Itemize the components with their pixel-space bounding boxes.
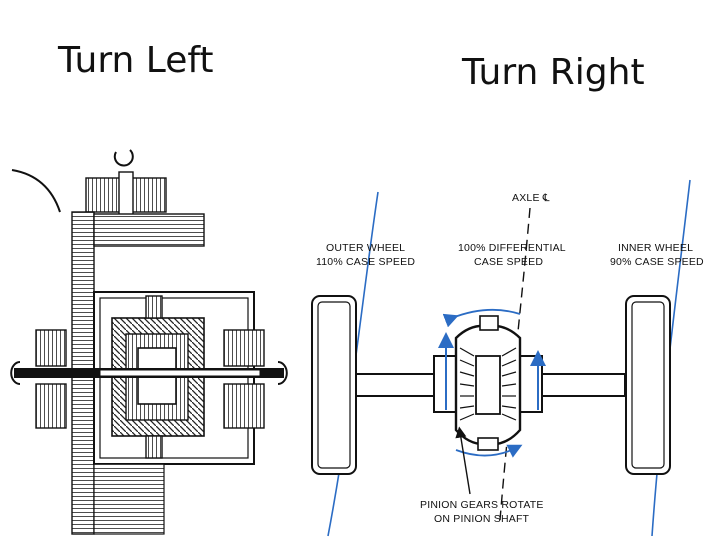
outer-wheel-label: OUTER WHEEL [326,242,405,254]
right-bearing-upper [223,329,265,367]
housing-base [93,463,165,535]
rotation-arrow-top [442,308,521,328]
outer-wheel-inner [317,301,351,469]
rotation-arrow-bottom [455,444,523,458]
housing-top-bar [93,213,205,247]
inner-wheel [625,295,671,475]
turn-left-title: Turn Left [58,40,214,81]
axle-centerline-label: AXLE ℄ [512,192,550,204]
pinion-shaft-label: ON PINION SHAFT [434,513,530,525]
outer-wheel-speed-label: 110% CASE SPEED [316,256,415,268]
turn-right-title: Turn Right [462,52,645,93]
pinion-leader-line [455,426,471,495]
right-axle-rotation-icon [277,361,288,385]
axle-inner-line [99,369,261,377]
left-differential-cutaway [10,149,288,535]
pinion-shaft-bottom [477,437,499,451]
inner-wheel-speed-label: 90% CASE SPEED [610,256,704,268]
left-axle-rotation-icon [10,361,21,385]
rotation-arc [11,169,61,213]
differential-label: 100% DIFFERENTIAL [458,242,566,254]
pinion-shaft-top [479,315,499,331]
left-bearing-lower [35,383,67,429]
right-bearing-lower [223,383,265,429]
left-bearing-upper [35,329,67,367]
right-turn-diagram: AXLE ℄ OUTER WHEEL 110% CASE SPEED 100% … [311,179,704,537]
pinion-label: PINION GEARS ROTATE [420,499,544,511]
pinion-cap-top [145,295,163,319]
differential-speed-label: CASE SPEED [474,256,543,268]
inner-wheel-inner [631,301,665,469]
outer-wheel [311,295,357,475]
gear-teeth [459,347,517,421]
inner-wheel-label: INNER WHEEL [618,242,693,254]
top-rotation-arrow [113,149,134,167]
pinion-shaft-window [475,355,501,415]
pinion-cap-bottom [145,435,163,459]
